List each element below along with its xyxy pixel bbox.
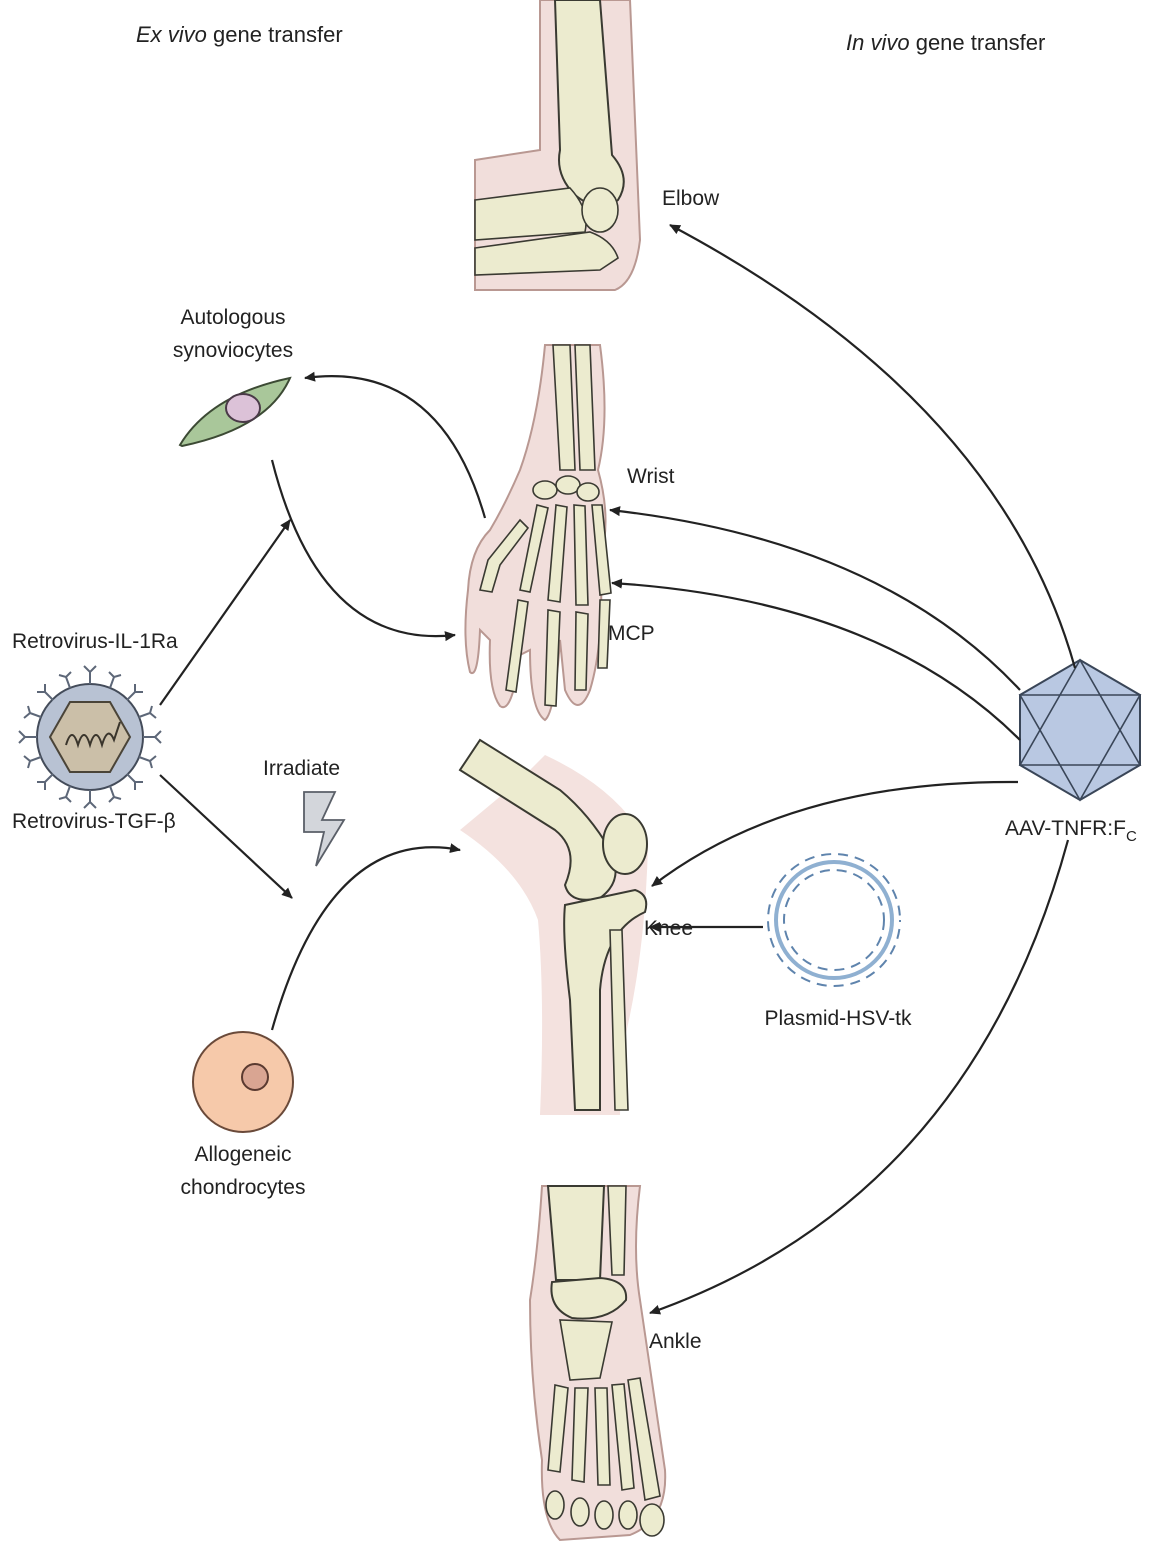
in-vivo-heading: In vivo gene transfer [846,30,1045,55]
arrow-synoviocytes-to-hand [272,460,455,636]
wrist-label: Wrist [627,465,675,488]
aav-capsid-icon [1020,660,1140,800]
ex-vivo-heading: Ex vivo gene transfer [136,22,343,47]
plasmid-icon [768,854,900,986]
arrow-chondrocytes-to-knee [272,847,460,1030]
arrow-retrovirus-to-synoviocytes [160,520,290,705]
foot-illustration [530,1186,665,1540]
autologous-label-line1: Autologous [180,306,285,329]
ankle-label: Ankle [649,1330,702,1353]
mcp-label: MCP [608,622,655,645]
retrovirus-particle [19,666,161,808]
hand-illustration [465,345,611,720]
knee-label: Knee [644,917,693,940]
elbow-label: Elbow [662,187,720,210]
autologous-label-line2: synoviocytes [173,339,293,362]
plasmid-label: Plasmid-HSV-tk [764,1007,912,1030]
allogeneic-label-line1: Allogeneic [195,1143,292,1166]
arrow-retrovirus-to-chondrocytes [160,775,292,898]
arrow-aav-to-wrist [610,510,1020,690]
arrow-aav-to-mcp [612,583,1020,740]
retrovirus-tgfb-label: Retrovirus-TGF-β [12,810,176,833]
lightning-icon [304,792,344,866]
knee-illustration [460,740,648,1115]
retrovirus-il1ra-label: Retrovirus-IL-1Ra [12,630,178,653]
arrow-wrist-to-synoviocytes [305,376,485,518]
arrow-aav-to-knee [652,782,1018,886]
chondrocyte-cell [193,1032,293,1132]
arrow-aav-to-ankle [650,840,1068,1313]
arrow-aav-to-elbow [670,225,1075,668]
synoviocyte-cell [180,378,290,446]
allogeneic-label-line2: chondrocytes [181,1176,306,1199]
aav-label: AAV-TNFR:FC [1005,817,1137,845]
elbow-illustration [475,0,640,290]
irradiate-label: Irradiate [263,757,340,780]
